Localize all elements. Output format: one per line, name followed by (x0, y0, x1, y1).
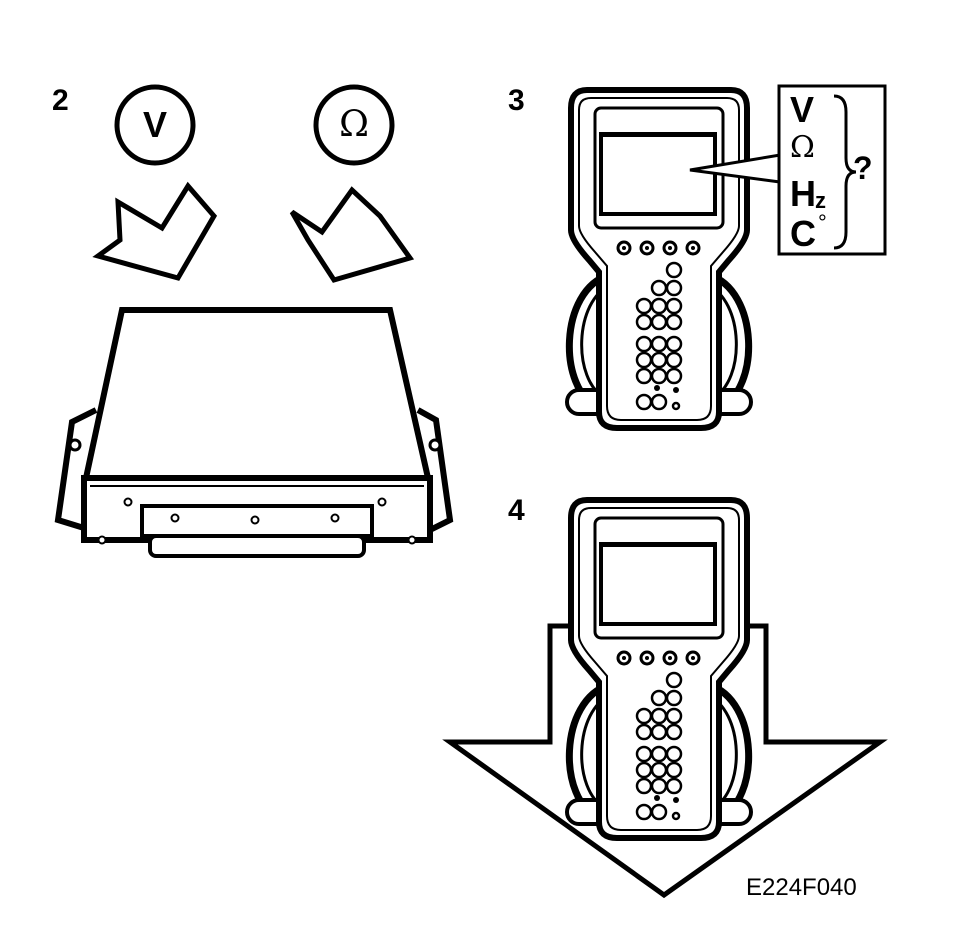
volt-symbol-circle (114, 84, 196, 166)
step-2-number: 2 (52, 84, 69, 117)
arrow-to-module-right (289, 186, 415, 283)
measure-volt: V (790, 89, 815, 130)
ohm-symbol: Ω (339, 104, 369, 145)
measurement-callout (777, 84, 887, 256)
figure-code: E224F040 (746, 874, 857, 901)
control-module (54, 307, 454, 558)
measure-ohm: Ω (790, 130, 815, 165)
measure-hertz-z: z (815, 188, 826, 213)
arrow-to-module-left (92, 181, 218, 281)
step-4-number: 4 (508, 494, 525, 527)
step-3-number: 3 (508, 84, 525, 117)
measure-degree: ° (818, 210, 827, 235)
question-mark: ? (853, 150, 873, 186)
tech-tool-step3 (567, 90, 751, 428)
measure-hertz-h: H (790, 173, 816, 214)
measure-celsius: C (790, 213, 816, 254)
volt-symbol: V (142, 104, 167, 145)
ohm-symbol-circle (313, 84, 395, 166)
